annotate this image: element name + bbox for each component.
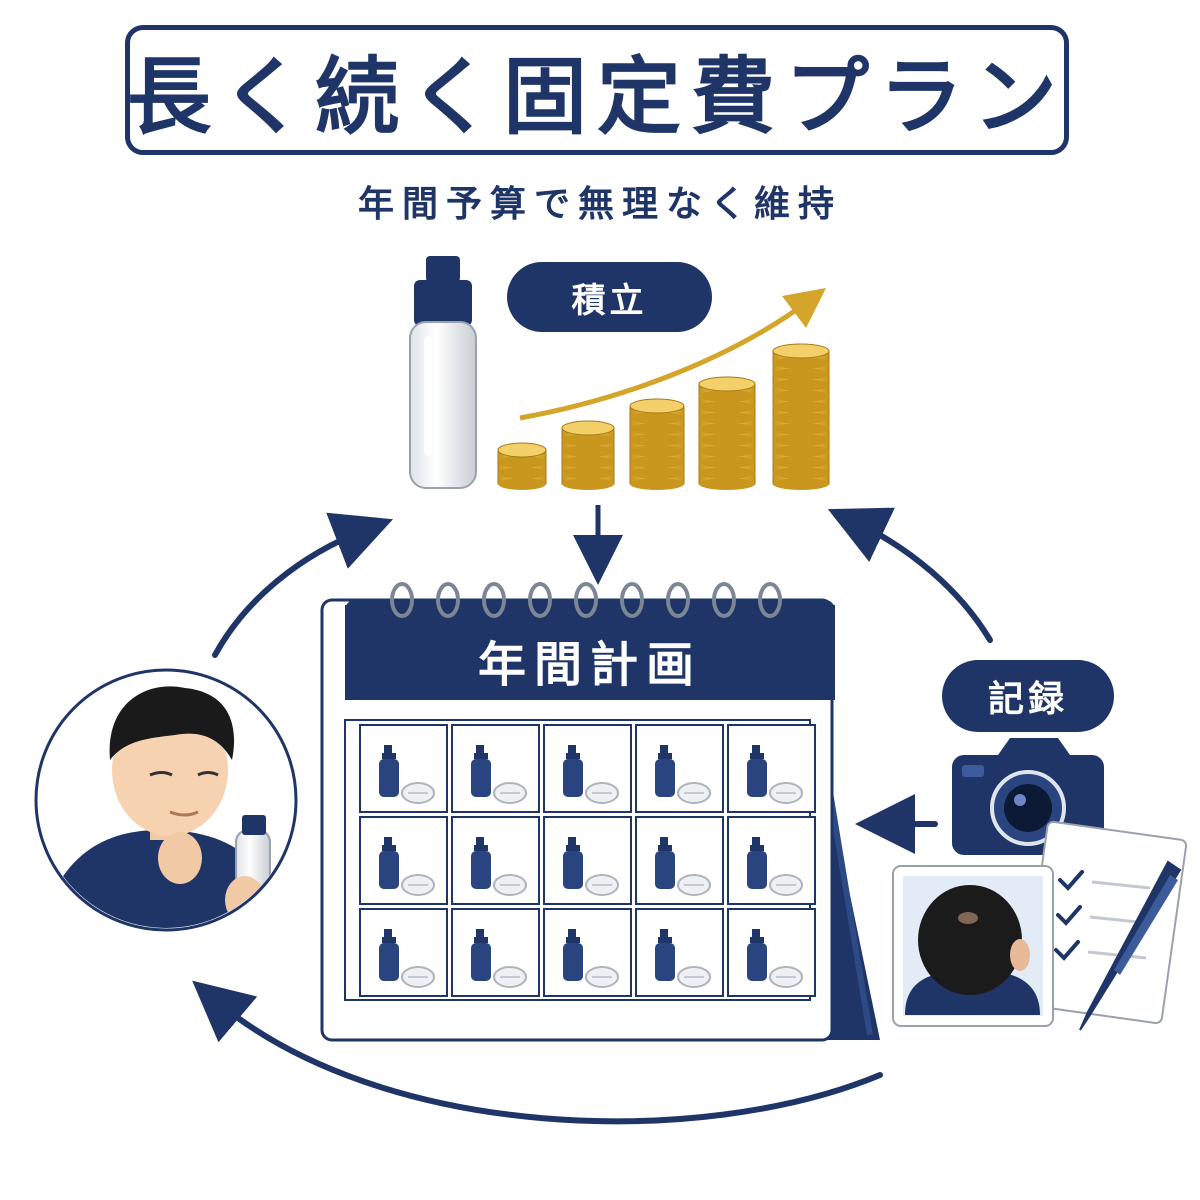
cycle-arrow-icon bbox=[192, 507, 993, 1125]
pen-icon bbox=[1079, 860, 1182, 1031]
calendar-cell bbox=[359, 816, 448, 905]
page-title: 長く続く固定費プラン bbox=[127, 47, 1068, 146]
savings-label: 積立 bbox=[507, 262, 712, 332]
coin-stack-icon bbox=[497, 343, 830, 490]
calendar-cell bbox=[359, 908, 448, 997]
calendar-cell bbox=[727, 724, 816, 813]
record-label: 記録 bbox=[942, 660, 1114, 732]
calendar-ring bbox=[528, 582, 552, 618]
calendar-ring bbox=[574, 582, 598, 618]
growth-arrow-icon bbox=[519, 288, 827, 421]
calendar-ring bbox=[390, 582, 414, 618]
person-icon bbox=[34, 668, 298, 932]
coin-stack bbox=[629, 398, 685, 490]
calendar-cell bbox=[635, 724, 724, 813]
calendar-ring bbox=[436, 582, 460, 618]
pump-bottle-icon bbox=[409, 256, 477, 489]
page-subtitle: 年間予算で無理なく維持 bbox=[357, 184, 842, 225]
calendar-cell bbox=[451, 816, 540, 905]
calendar-cell bbox=[451, 908, 540, 997]
coin-stack bbox=[497, 442, 547, 490]
calendar-ring bbox=[712, 582, 736, 618]
coin-stack bbox=[561, 420, 615, 490]
calendar-cell bbox=[543, 908, 632, 997]
calendar-cell bbox=[451, 724, 540, 813]
calendar-icon bbox=[320, 582, 880, 1042]
calendar-ring bbox=[482, 582, 506, 618]
calendar-ring bbox=[758, 582, 782, 618]
coin-stack bbox=[698, 376, 756, 490]
calendar-ring bbox=[666, 582, 690, 618]
title-box: 長く続く固定費プラン bbox=[125, 25, 1069, 155]
coin-stack bbox=[772, 343, 830, 490]
scalp-photo-icon bbox=[892, 865, 1054, 1027]
annual-plan-label: 年間計画 bbox=[477, 637, 702, 693]
calendar-cell bbox=[635, 816, 724, 905]
calendar-cell bbox=[543, 724, 632, 813]
calendar-cell bbox=[359, 724, 448, 813]
calendar-cell bbox=[543, 816, 632, 905]
calendar-cell bbox=[727, 908, 816, 997]
calendar-cell bbox=[635, 908, 724, 997]
calendar-cell bbox=[727, 816, 816, 905]
calendar-ring bbox=[620, 582, 644, 618]
